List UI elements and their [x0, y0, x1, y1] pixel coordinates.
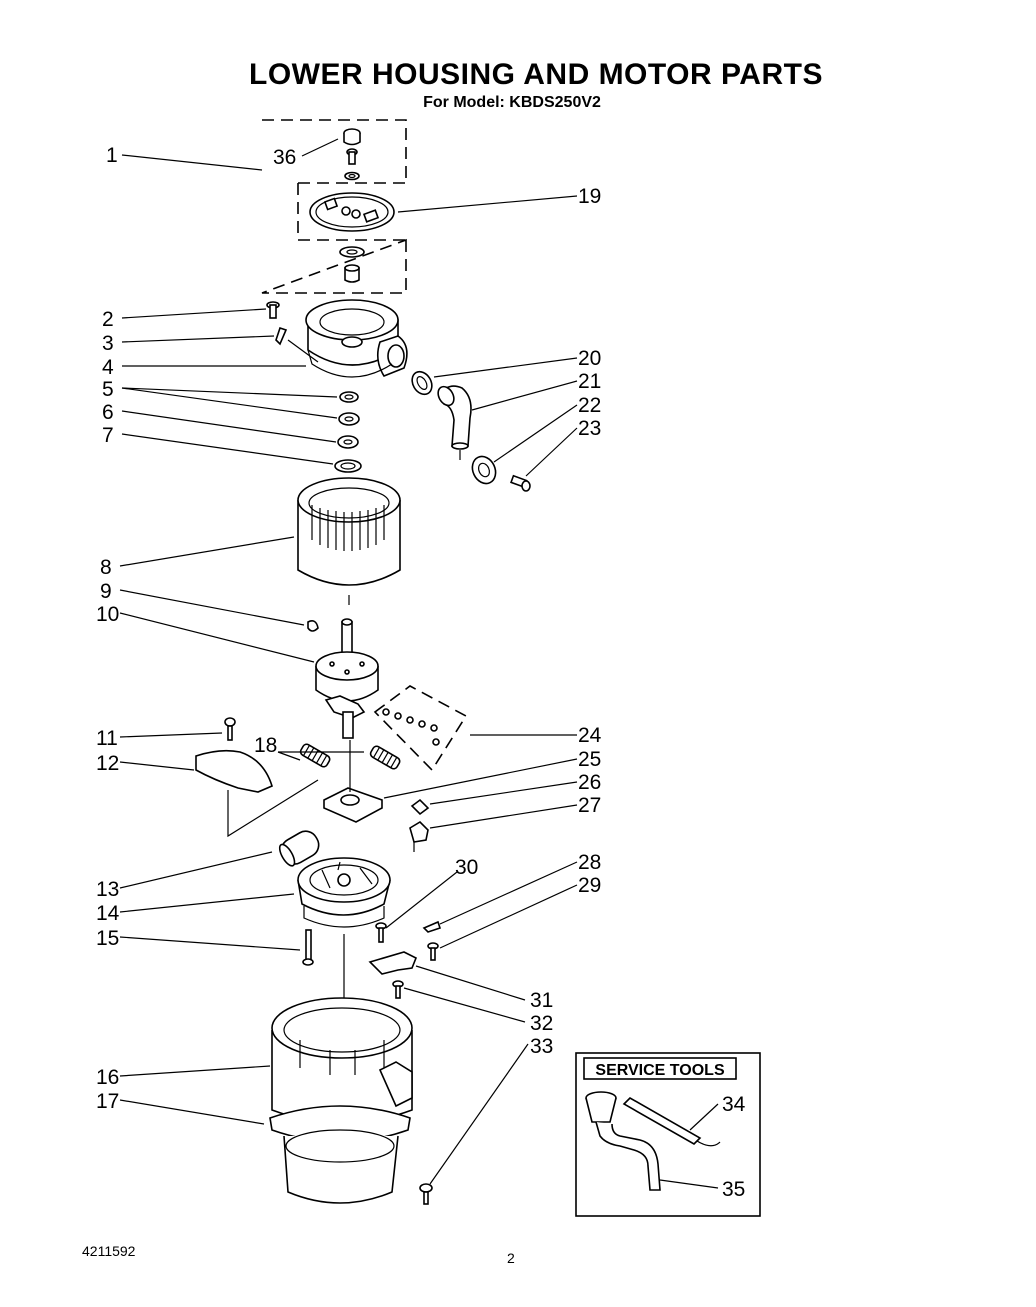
callout-32: 32: [530, 1012, 553, 1035]
service-tools-label-box: [583, 1057, 737, 1080]
callout-27: 27: [578, 794, 601, 817]
shield-and-springs: [195, 717, 401, 838]
callout-6: 6: [102, 401, 114, 424]
callout-25: 25: [578, 748, 601, 771]
callout-12: 12: [96, 752, 119, 775]
callout-20: 20: [578, 347, 601, 370]
lower-housing: [269, 997, 413, 1204]
turntable-parts: [309, 128, 395, 283]
wrench-tool-icon: [585, 1091, 661, 1191]
callout-23: 23: [578, 417, 601, 440]
rotor-assembly: [307, 618, 379, 739]
hex-key-tool-icon: [622, 1097, 721, 1147]
service-tools-title: SERVICE TOOLS: [595, 1062, 725, 1079]
callout-3: 3: [102, 332, 114, 355]
callout-34: 34: [722, 1093, 746, 1116]
callout-24: 24: [578, 724, 602, 747]
callout-4: 4: [102, 356, 114, 379]
upper-housing: [305, 299, 408, 378]
callout-30: 30: [455, 856, 478, 879]
stator: [297, 477, 401, 605]
callout-7: 7: [102, 424, 114, 447]
switch-assembly: [323, 740, 430, 852]
callout-28: 28: [578, 851, 601, 874]
model-subtitle: For Model: KBDS250V2: [423, 94, 601, 111]
bushing-kit: [373, 685, 468, 772]
callout-29: 29: [578, 874, 601, 897]
callout-18: 18: [254, 734, 277, 757]
callout-10: 10: [96, 603, 119, 626]
callout-13: 13: [96, 878, 119, 901]
callout-2: 2: [102, 308, 114, 331]
service-tools-box: SERVICE TOOLS: [575, 1052, 761, 1217]
callout-17: 17: [96, 1090, 119, 1113]
callout-labels: 1 2 3 4 5 6 7 8 9 10 11 12 13 14 15 16 1…: [96, 144, 746, 1201]
callout-1: 1: [106, 144, 118, 167]
callout-15: 15: [96, 927, 119, 950]
page-title: LOWER HOUSING AND MOTOR PARTS: [249, 58, 823, 91]
callout-19: 19: [578, 185, 601, 208]
document-number: 4211592: [82, 1243, 136, 1259]
screw-33: [419, 1183, 433, 1193]
callout-31: 31: [530, 989, 553, 1012]
bearing-stack: [334, 391, 362, 473]
callout-14: 14: [96, 902, 120, 925]
callout-11: 11: [96, 727, 118, 750]
leader-lines: [119, 138, 719, 1189]
callout-26: 26: [578, 771, 601, 794]
page-number: 2: [507, 1250, 515, 1266]
callout-22: 22: [578, 394, 601, 417]
callout-16: 16: [96, 1066, 119, 1089]
callout-36: 36: [273, 146, 296, 169]
callout-21: 21: [578, 370, 601, 393]
callout-9: 9: [100, 580, 112, 603]
fasteners: [302, 920, 442, 999]
screw-and-clip: [266, 301, 288, 346]
end-bell-assembly: [278, 830, 391, 1000]
turntable-assembly-group: [261, 119, 407, 294]
callout-5: 5: [102, 378, 114, 401]
discharge-elbow-parts: [411, 370, 531, 492]
callout-33: 33: [530, 1035, 553, 1058]
callout-35: 35: [722, 1178, 745, 1201]
callout-8: 8: [100, 556, 112, 579]
